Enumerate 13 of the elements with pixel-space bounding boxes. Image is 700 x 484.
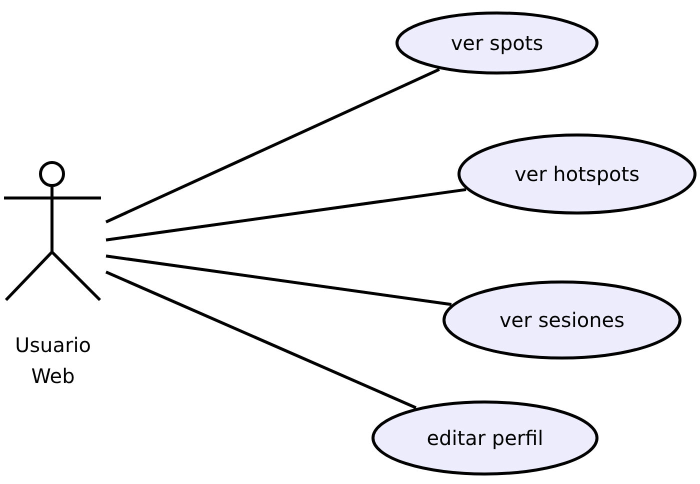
association-line	[106, 188, 466, 242]
use-case-ellipse	[457, 133, 697, 215]
association-line	[105, 68, 440, 224]
use-case-ellipse	[442, 280, 682, 360]
use-case-label: ver spots	[450, 31, 544, 55]
use-case-label: ver sesiones	[499, 308, 625, 332]
actor-label: Usuario Web	[14, 332, 92, 390]
association-line	[105, 270, 417, 410]
use-case-label: ver hotspots	[514, 162, 640, 186]
use-case-label: editar perfil	[426, 426, 544, 450]
association-line	[106, 254, 452, 306]
use-case-ellipse	[395, 11, 599, 75]
use-case-ellipse	[371, 400, 599, 476]
